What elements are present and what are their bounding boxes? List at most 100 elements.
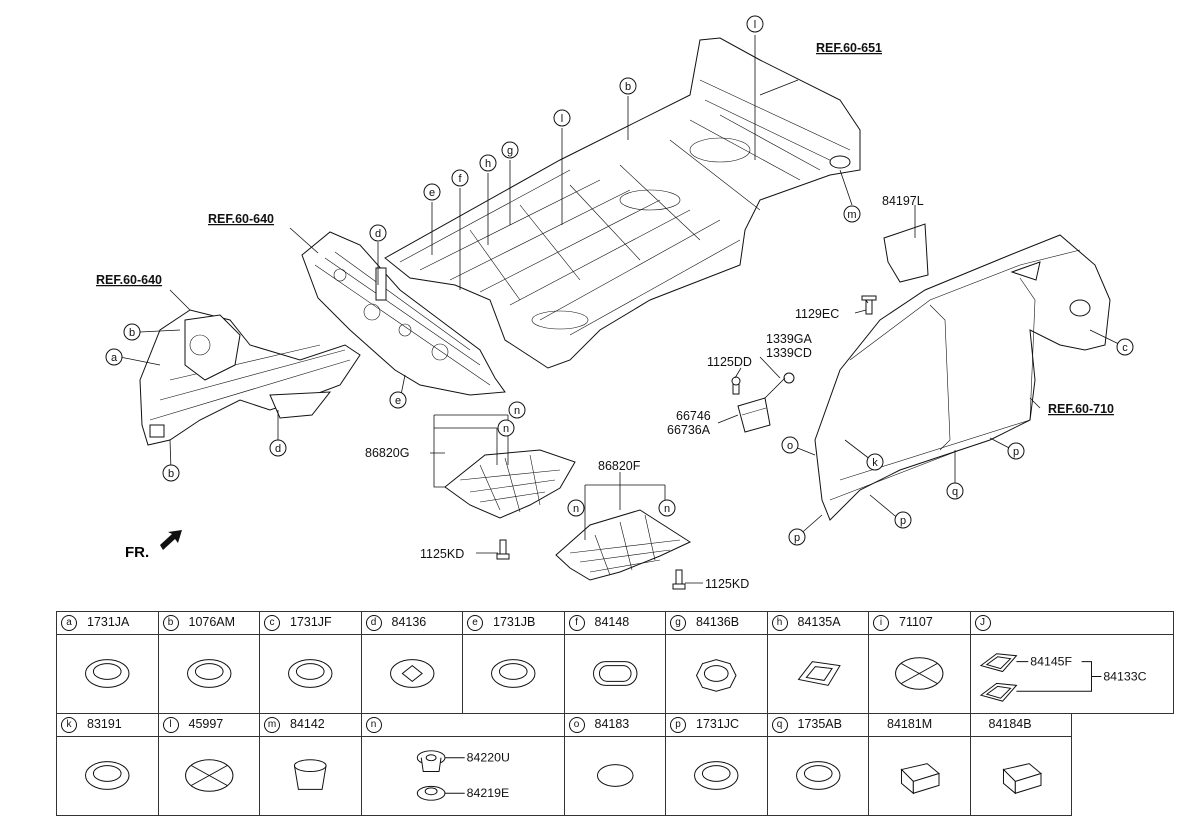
legend-part-code: 84148 xyxy=(594,615,630,629)
legend-part-code: 84184B xyxy=(988,717,1032,731)
callout-k: k xyxy=(866,453,884,471)
legend-part-code: 84135A xyxy=(797,615,841,629)
svg-text:84145F: 84145F xyxy=(1030,655,1072,669)
callout-h: f xyxy=(451,169,469,187)
ref-60-710: REF.60-710 xyxy=(1048,402,1114,416)
legend-letter-callout: n xyxy=(365,717,382,733)
callout-j: h xyxy=(479,154,497,172)
label-1125KD-left: 1125KD xyxy=(420,547,464,561)
callout-b-left: b xyxy=(123,323,141,341)
rect-plug-icon xyxy=(768,634,869,713)
label-86820G: 86820G xyxy=(365,446,409,460)
callout-b-top: b xyxy=(619,77,637,95)
svg-text:k: k xyxy=(872,457,878,469)
legend-cell: 84181M xyxy=(868,713,971,816)
callout-a: a xyxy=(105,348,123,366)
callout-q: q xyxy=(946,482,964,500)
block-icon xyxy=(869,736,970,815)
bracket-84197L xyxy=(883,223,929,283)
legend-letter-callout: o xyxy=(568,717,585,733)
legend-letter-callout: h xyxy=(771,615,788,631)
grommet-icon xyxy=(666,736,767,815)
legend-part-code: 1731JA xyxy=(87,615,130,629)
legend-letter-callout: c xyxy=(264,615,280,631)
legend-letter-callout: m xyxy=(264,717,280,733)
legend-letter-callout: a xyxy=(61,615,77,631)
callouts: l b l g h f e d m b a b d e n n n n c o … xyxy=(105,15,1134,546)
svg-text:d: d xyxy=(275,443,281,455)
legend-letter-callout: d xyxy=(365,615,382,631)
legend-part-code: 1731JB xyxy=(493,615,536,629)
callout-l-top: l xyxy=(746,15,764,33)
label-86820F: 86820F xyxy=(598,459,641,473)
bolt-1129EC xyxy=(861,295,877,315)
legend-letter-callout: b xyxy=(162,615,179,631)
legend-part-code: 84136 xyxy=(391,615,427,629)
under-cover-86820F xyxy=(555,509,692,581)
callout-f: d xyxy=(369,224,387,242)
label-66746: 66746 xyxy=(676,409,711,423)
label-1339GA: 1339GA xyxy=(766,332,813,346)
bolt-1125DD xyxy=(731,376,741,395)
svg-text:o: o xyxy=(787,440,793,452)
legend-part-code: 83191 xyxy=(87,717,122,731)
label-84197L: 84197L xyxy=(882,194,924,208)
oval-plug-icon xyxy=(565,634,666,713)
svg-text:q: q xyxy=(952,486,958,498)
disc-icon xyxy=(565,736,666,815)
legend-cell: 84184B xyxy=(969,713,1072,816)
svg-text:84219E: 84219E xyxy=(466,786,509,800)
block-icon xyxy=(971,736,1072,815)
svg-text:n: n xyxy=(664,503,670,515)
bolt-1125KD-right xyxy=(672,569,686,590)
svg-text:p: p xyxy=(794,532,800,544)
side-body-outer xyxy=(814,234,1111,521)
legend-part-code: 84181M xyxy=(887,717,933,731)
bracket-66746 xyxy=(737,397,771,433)
floor-pan-assembly xyxy=(384,37,861,369)
callout-i: g xyxy=(501,141,519,159)
callout-m: m xyxy=(843,205,861,223)
grommet-icon xyxy=(159,634,260,713)
svg-text:n: n xyxy=(573,503,579,515)
label-1129EC: 1129EC xyxy=(795,307,839,321)
gear-plug-icon xyxy=(666,634,767,713)
grommet-icon xyxy=(463,634,564,713)
grommet-icon xyxy=(57,736,158,815)
grommet-icon xyxy=(260,634,361,713)
front-arrow: FR. xyxy=(125,530,182,561)
star-plug-icon xyxy=(362,634,463,713)
svg-text:p: p xyxy=(1013,446,1019,458)
callout-p-3: p xyxy=(788,528,806,546)
label-1125KD-right: 1125KD xyxy=(705,577,749,591)
svg-text:n: n xyxy=(503,423,509,435)
svg-text:c: c xyxy=(1122,342,1128,354)
svg-text:h: h xyxy=(485,158,491,170)
callout-p-1: p xyxy=(1007,442,1025,460)
callout-o: o xyxy=(781,436,799,454)
grommet-icon xyxy=(768,736,869,815)
svg-text:n: n xyxy=(514,405,520,417)
legend-cell: h 84135A xyxy=(766,611,869,714)
cross-plug-icon xyxy=(159,736,260,815)
legend-part-code: 84136B xyxy=(696,615,740,629)
callout-n-2: n xyxy=(497,419,515,437)
ref-60-640-dash: REF.60-640 xyxy=(208,212,274,226)
svg-text:e: e xyxy=(429,187,435,199)
legend-part-code: 84142 xyxy=(290,717,325,731)
label-66736A: 66736A xyxy=(667,423,711,437)
svg-text:b: b xyxy=(168,468,174,480)
svg-text:l: l xyxy=(754,19,756,31)
legend-part-code: 1076AM xyxy=(188,615,236,629)
front-side-member xyxy=(139,309,361,446)
callout-g: e xyxy=(423,183,441,201)
legend-letter-callout: i xyxy=(873,615,889,631)
svg-text:l: l xyxy=(561,113,563,125)
